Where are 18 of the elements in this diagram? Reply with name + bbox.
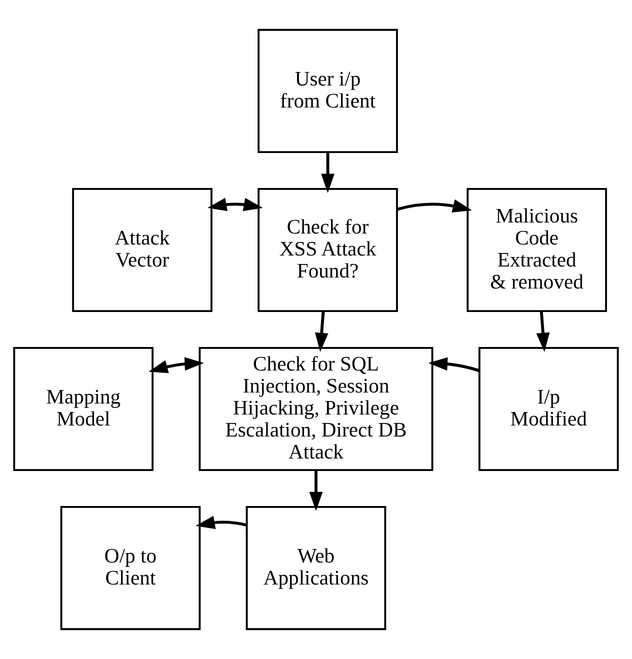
node-box: Check for XSS Attack Found? (258, 188, 398, 312)
arrow (314, 311, 328, 352)
arrow (309, 470, 323, 511)
node-box: Malicious Code Extracted & removed (466, 188, 607, 312)
node-box: Attack Vector (72, 188, 212, 312)
arrow (396, 199, 472, 212)
node-box: Mapping Model (13, 346, 154, 472)
arrow (536, 311, 550, 352)
node-box: Check for SQL Injection, Session Hijacking, Privilege Escalation, Direct DB Attack (198, 346, 434, 472)
arrow (148, 357, 204, 374)
node-box: Web Applications (246, 506, 386, 630)
arrow (196, 516, 248, 530)
node-box: User i/p from Client (258, 28, 398, 154)
arrow (207, 198, 263, 212)
node-box: I/p Modified (478, 346, 619, 472)
arrow (321, 152, 334, 193)
arrow (428, 357, 480, 372)
node-box: O/p to Client (60, 506, 201, 630)
